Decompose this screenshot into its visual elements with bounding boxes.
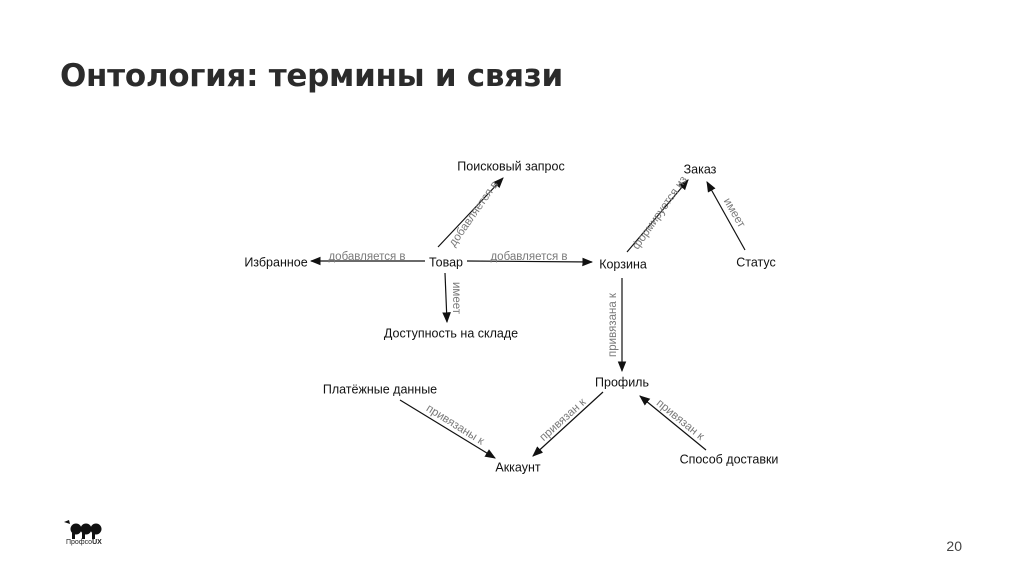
edge-arrow xyxy=(399,399,496,459)
node-delivery: Способ доставки xyxy=(680,452,779,466)
edge-label: добавляется в xyxy=(328,251,405,263)
edge-label: имеет xyxy=(450,282,462,315)
node-status: Статус xyxy=(736,255,776,269)
edge-arrow xyxy=(442,272,451,324)
logo-name: Профсо xyxy=(66,539,93,546)
node-profile: Профиль xyxy=(595,375,649,389)
node-product: Товар xyxy=(429,255,463,269)
node-fav: Избранное xyxy=(244,255,307,269)
node-account: Аккаунт xyxy=(495,460,541,474)
node-payment: Платёжные данные xyxy=(323,382,437,396)
logo-suffix: UX xyxy=(92,539,102,546)
slide-title: Онтология: термины и связи xyxy=(60,58,563,94)
edge-label: формируется из xyxy=(630,174,689,252)
edge-arrow xyxy=(437,177,504,248)
edge-arrow xyxy=(639,395,707,451)
edges-layer: добавляется в добавляется в добавляется в и… xyxy=(309,174,748,459)
edge-delivery-profile: привязан к xyxy=(639,395,707,451)
edge-status-order: имеет xyxy=(706,181,748,251)
edge-cart-order: формируется из xyxy=(626,174,690,253)
edge-arrow xyxy=(626,179,689,253)
edge-arrow xyxy=(466,257,594,267)
node-search: Поисковый запрос xyxy=(457,159,564,173)
page-number: 20 xyxy=(946,538,962,554)
edge-label: добавляется в xyxy=(447,179,501,249)
edge-product-cart: добавляется в xyxy=(466,251,594,267)
edge-arrow xyxy=(532,391,604,457)
edge-label: привязан к xyxy=(654,397,707,443)
profsoux-logo-icon xyxy=(64,520,102,539)
edge-payment-account: привязаны к xyxy=(399,399,496,459)
edge-cart-profile: привязана к xyxy=(607,278,627,373)
edge-product-fav: добавляется в xyxy=(309,251,425,266)
logo-text: ПрофсоUX xyxy=(66,539,102,546)
edge-label: привязан к xyxy=(538,396,589,444)
edge-product-stock: имеет xyxy=(442,272,462,324)
edge-label: привязана к xyxy=(607,292,619,357)
edge-arrow xyxy=(706,181,746,251)
edge-profile-account: привязан к xyxy=(532,391,604,457)
edge-label: добавляется в xyxy=(490,251,567,263)
node-order: Заказ xyxy=(684,162,717,176)
edge-label: привязаны к xyxy=(424,403,487,449)
node-cart: Корзина xyxy=(599,257,647,271)
node-stock: Доступность на складе xyxy=(384,326,518,340)
edge-product-search: добавляется в xyxy=(437,177,504,249)
